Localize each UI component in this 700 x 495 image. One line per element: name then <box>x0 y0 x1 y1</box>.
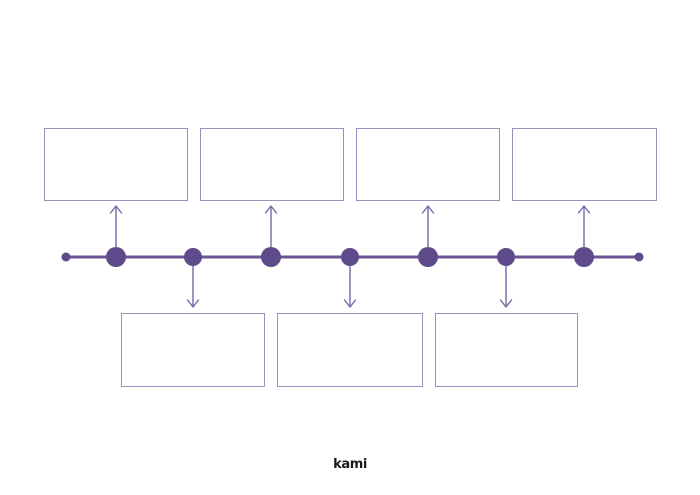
timeline-event-dot-3[interactable] <box>261 247 281 267</box>
timeline-event-dot-1[interactable] <box>106 247 126 267</box>
timeline-event-dot-6[interactable] <box>497 248 515 266</box>
top-note-box-2[interactable] <box>200 128 344 201</box>
kami-logo: kami <box>333 457 367 472</box>
arrowhead-icon <box>577 205 591 214</box>
timeline-end-dot <box>634 252 644 262</box>
connector-down-2 <box>343 266 357 308</box>
arrowhead-icon <box>264 205 278 214</box>
connectors-layer <box>109 205 591 308</box>
connector-down-1 <box>186 266 200 308</box>
timeline-event-dot-2[interactable] <box>184 248 202 266</box>
connector-up-1 <box>109 205 123 247</box>
timeline-event-dot-7[interactable] <box>574 247 594 267</box>
arrowhead-icon <box>186 299 200 308</box>
connector-up-3 <box>421 205 435 247</box>
timeline-event-dot-5[interactable] <box>418 247 438 267</box>
arrowhead-icon <box>343 299 357 308</box>
timeline-dots-layer <box>61 247 644 267</box>
arrowhead-icon <box>499 299 513 308</box>
connector-down-3 <box>499 266 513 308</box>
timeline-start-dot <box>61 252 71 262</box>
bottom-note-box-2[interactable] <box>277 313 423 387</box>
top-note-box-3[interactable] <box>356 128 500 201</box>
arrowhead-icon <box>421 205 435 214</box>
top-note-box-1[interactable] <box>44 128 188 201</box>
arrowhead-icon <box>109 205 123 214</box>
connector-up-2 <box>264 205 278 247</box>
top-note-box-4[interactable] <box>512 128 657 201</box>
bottom-note-box-3[interactable] <box>435 313 578 387</box>
bottom-note-box-1[interactable] <box>121 313 265 387</box>
connector-up-4 <box>577 205 591 247</box>
timeline-event-dot-4[interactable] <box>341 248 359 266</box>
